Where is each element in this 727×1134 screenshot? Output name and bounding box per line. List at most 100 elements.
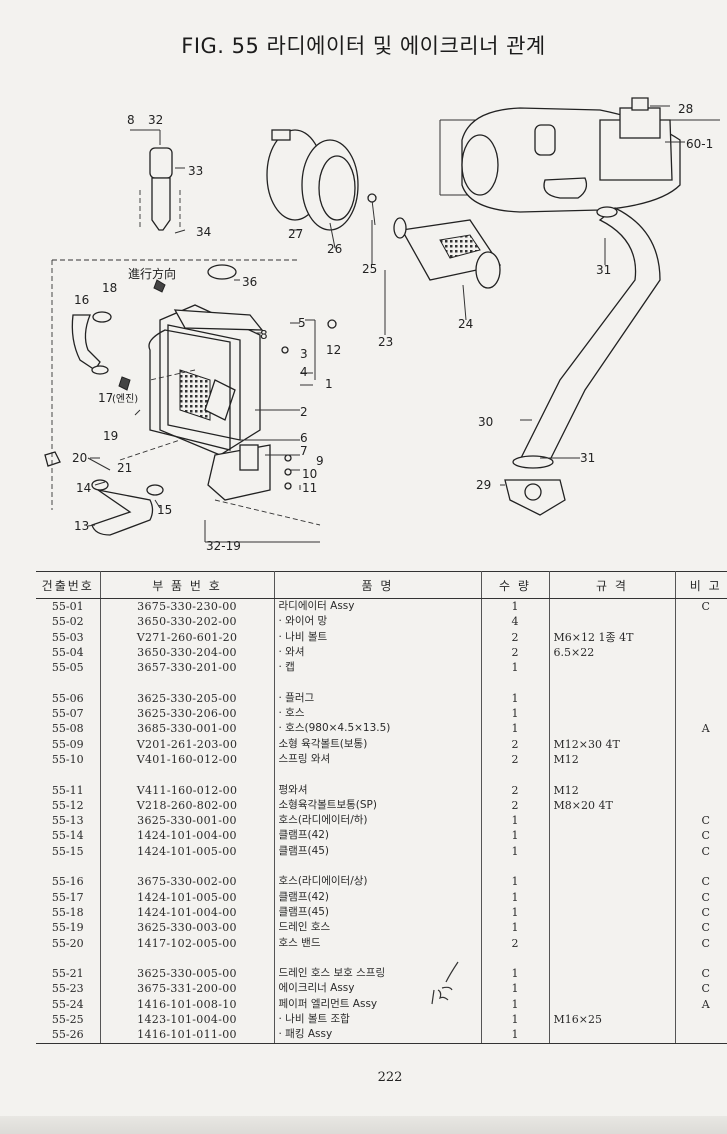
- cell-item-no: [36, 859, 101, 875]
- label-21: 21: [117, 461, 132, 475]
- label-16: 16: [74, 293, 89, 307]
- label-36: 36: [242, 275, 257, 289]
- cell-quantity: 2: [481, 644, 550, 661]
- cell-quantity: 1: [481, 981, 550, 997]
- label-17-note: (엔진): [112, 393, 138, 405]
- label-3: 3: [300, 347, 308, 361]
- label-12: 12: [326, 343, 341, 357]
- cell-quantity: 2: [481, 935, 550, 951]
- cell-remarks: C: [701, 905, 710, 919]
- cell-part-number: V201-261-203-00: [100, 736, 275, 752]
- cell-part-name: [274, 675, 482, 691]
- cell-item-no: 55-10: [36, 751, 101, 768]
- cell-remarks: [675, 1027, 727, 1044]
- cell-spec: [549, 690, 676, 707]
- cell-quantity: [481, 859, 550, 875]
- cell-quantity: 1: [481, 843, 550, 860]
- filler-neck-group: [130, 129, 181, 231]
- cell-item-no: 55-02: [36, 614, 101, 630]
- cell-item-no: 55-05: [36, 660, 101, 676]
- cell-remarks: A: [701, 997, 710, 1011]
- cell-quantity: [481, 950, 550, 967]
- label-25: 25: [362, 262, 377, 276]
- label-7: 7: [300, 444, 308, 458]
- cell-remarks: C: [701, 844, 710, 858]
- label-15: 15: [157, 503, 172, 517]
- cell-item-no: 55-06: [36, 690, 101, 707]
- cell-part-number: 3675-330-002-00: [100, 874, 275, 890]
- cell-spec: [549, 843, 676, 860]
- cell-part-number: 3650-330-204-00: [100, 644, 275, 661]
- cell-spec: M12: [549, 782, 676, 798]
- cell-part-name: · 호스: [274, 706, 482, 722]
- cell-item-no: 55-15: [36, 843, 101, 860]
- label-10: 10: [302, 467, 317, 481]
- cell-spec: [549, 706, 676, 722]
- cell-spec: [549, 950, 676, 967]
- cell-spec: [549, 721, 676, 737]
- cell-item-no: 55-24: [36, 996, 101, 1013]
- cell-quantity: 1: [481, 889, 550, 905]
- cell-remarks: C: [701, 814, 710, 828]
- cell-part-name: 호스(라디에이터/하): [274, 813, 482, 829]
- label-19: 19: [103, 429, 118, 443]
- cell-item-no: 55-26: [36, 1027, 101, 1044]
- cell-part-number: 3625-330-003-00: [100, 920, 275, 936]
- radiator-group: [44, 259, 337, 536]
- cell-part-name: 클램프(42): [274, 828, 482, 844]
- cell-part-number: 1416-101-008-10: [100, 996, 275, 1013]
- cell-item-no: [36, 675, 101, 691]
- cell-quantity: 2: [481, 736, 550, 752]
- exploded-parts-diagram: 8 32 33 34 36 進行方向 27 26 25 24 23 28 60-…: [44, 97, 720, 553]
- cell-remarks: [675, 675, 727, 690]
- cell-quantity: 1: [481, 813, 550, 829]
- paper-element: [393, 217, 502, 289]
- label-34: 34: [196, 225, 211, 239]
- cell-spec: M12×30 4T: [549, 736, 676, 752]
- cell-quantity: [481, 675, 550, 691]
- cell-spec: M16×25: [549, 1012, 676, 1028]
- header-item-no: 건출번호: [36, 571, 101, 599]
- cell-item-no: 55-11: [36, 782, 101, 798]
- cell-remarks: [675, 783, 727, 798]
- cell-part-name: · 캡: [274, 660, 482, 676]
- label-23: 23: [378, 335, 393, 349]
- label-32: 32: [148, 113, 163, 127]
- label-29: 29: [476, 478, 491, 492]
- cell-part-name: 클램프(45): [274, 904, 482, 921]
- cell-remarks: C: [701, 875, 710, 889]
- cell-part-number: 3657-330-201-00: [100, 660, 275, 676]
- label-1: 1: [325, 377, 333, 391]
- cell-remarks: [675, 1012, 727, 1027]
- table-spacer-row: [36, 859, 727, 875]
- cell-part-number: 3650-330-202-00: [100, 614, 275, 630]
- cell-spec: [549, 996, 676, 1013]
- cell-spec: [549, 660, 676, 676]
- cell-quantity: 1: [481, 874, 550, 890]
- cell-item-no: 55-20: [36, 935, 101, 951]
- cell-item-no: [36, 767, 101, 783]
- cell-item-no: [36, 950, 101, 967]
- cell-remarks: C: [701, 600, 710, 613]
- cell-part-number: 1424-101-005-00: [100, 843, 275, 860]
- label-24: 24: [458, 317, 473, 331]
- cell-part-number: [100, 859, 275, 875]
- cell-remarks: [675, 767, 727, 782]
- label-31-top: 31: [596, 263, 611, 277]
- cell-spec: [549, 675, 676, 691]
- cell-quantity: 1: [481, 828, 550, 844]
- page-title: FIG. 55 라디에이터 및 에이크리너 관계: [181, 34, 546, 58]
- cell-spec: [549, 874, 676, 890]
